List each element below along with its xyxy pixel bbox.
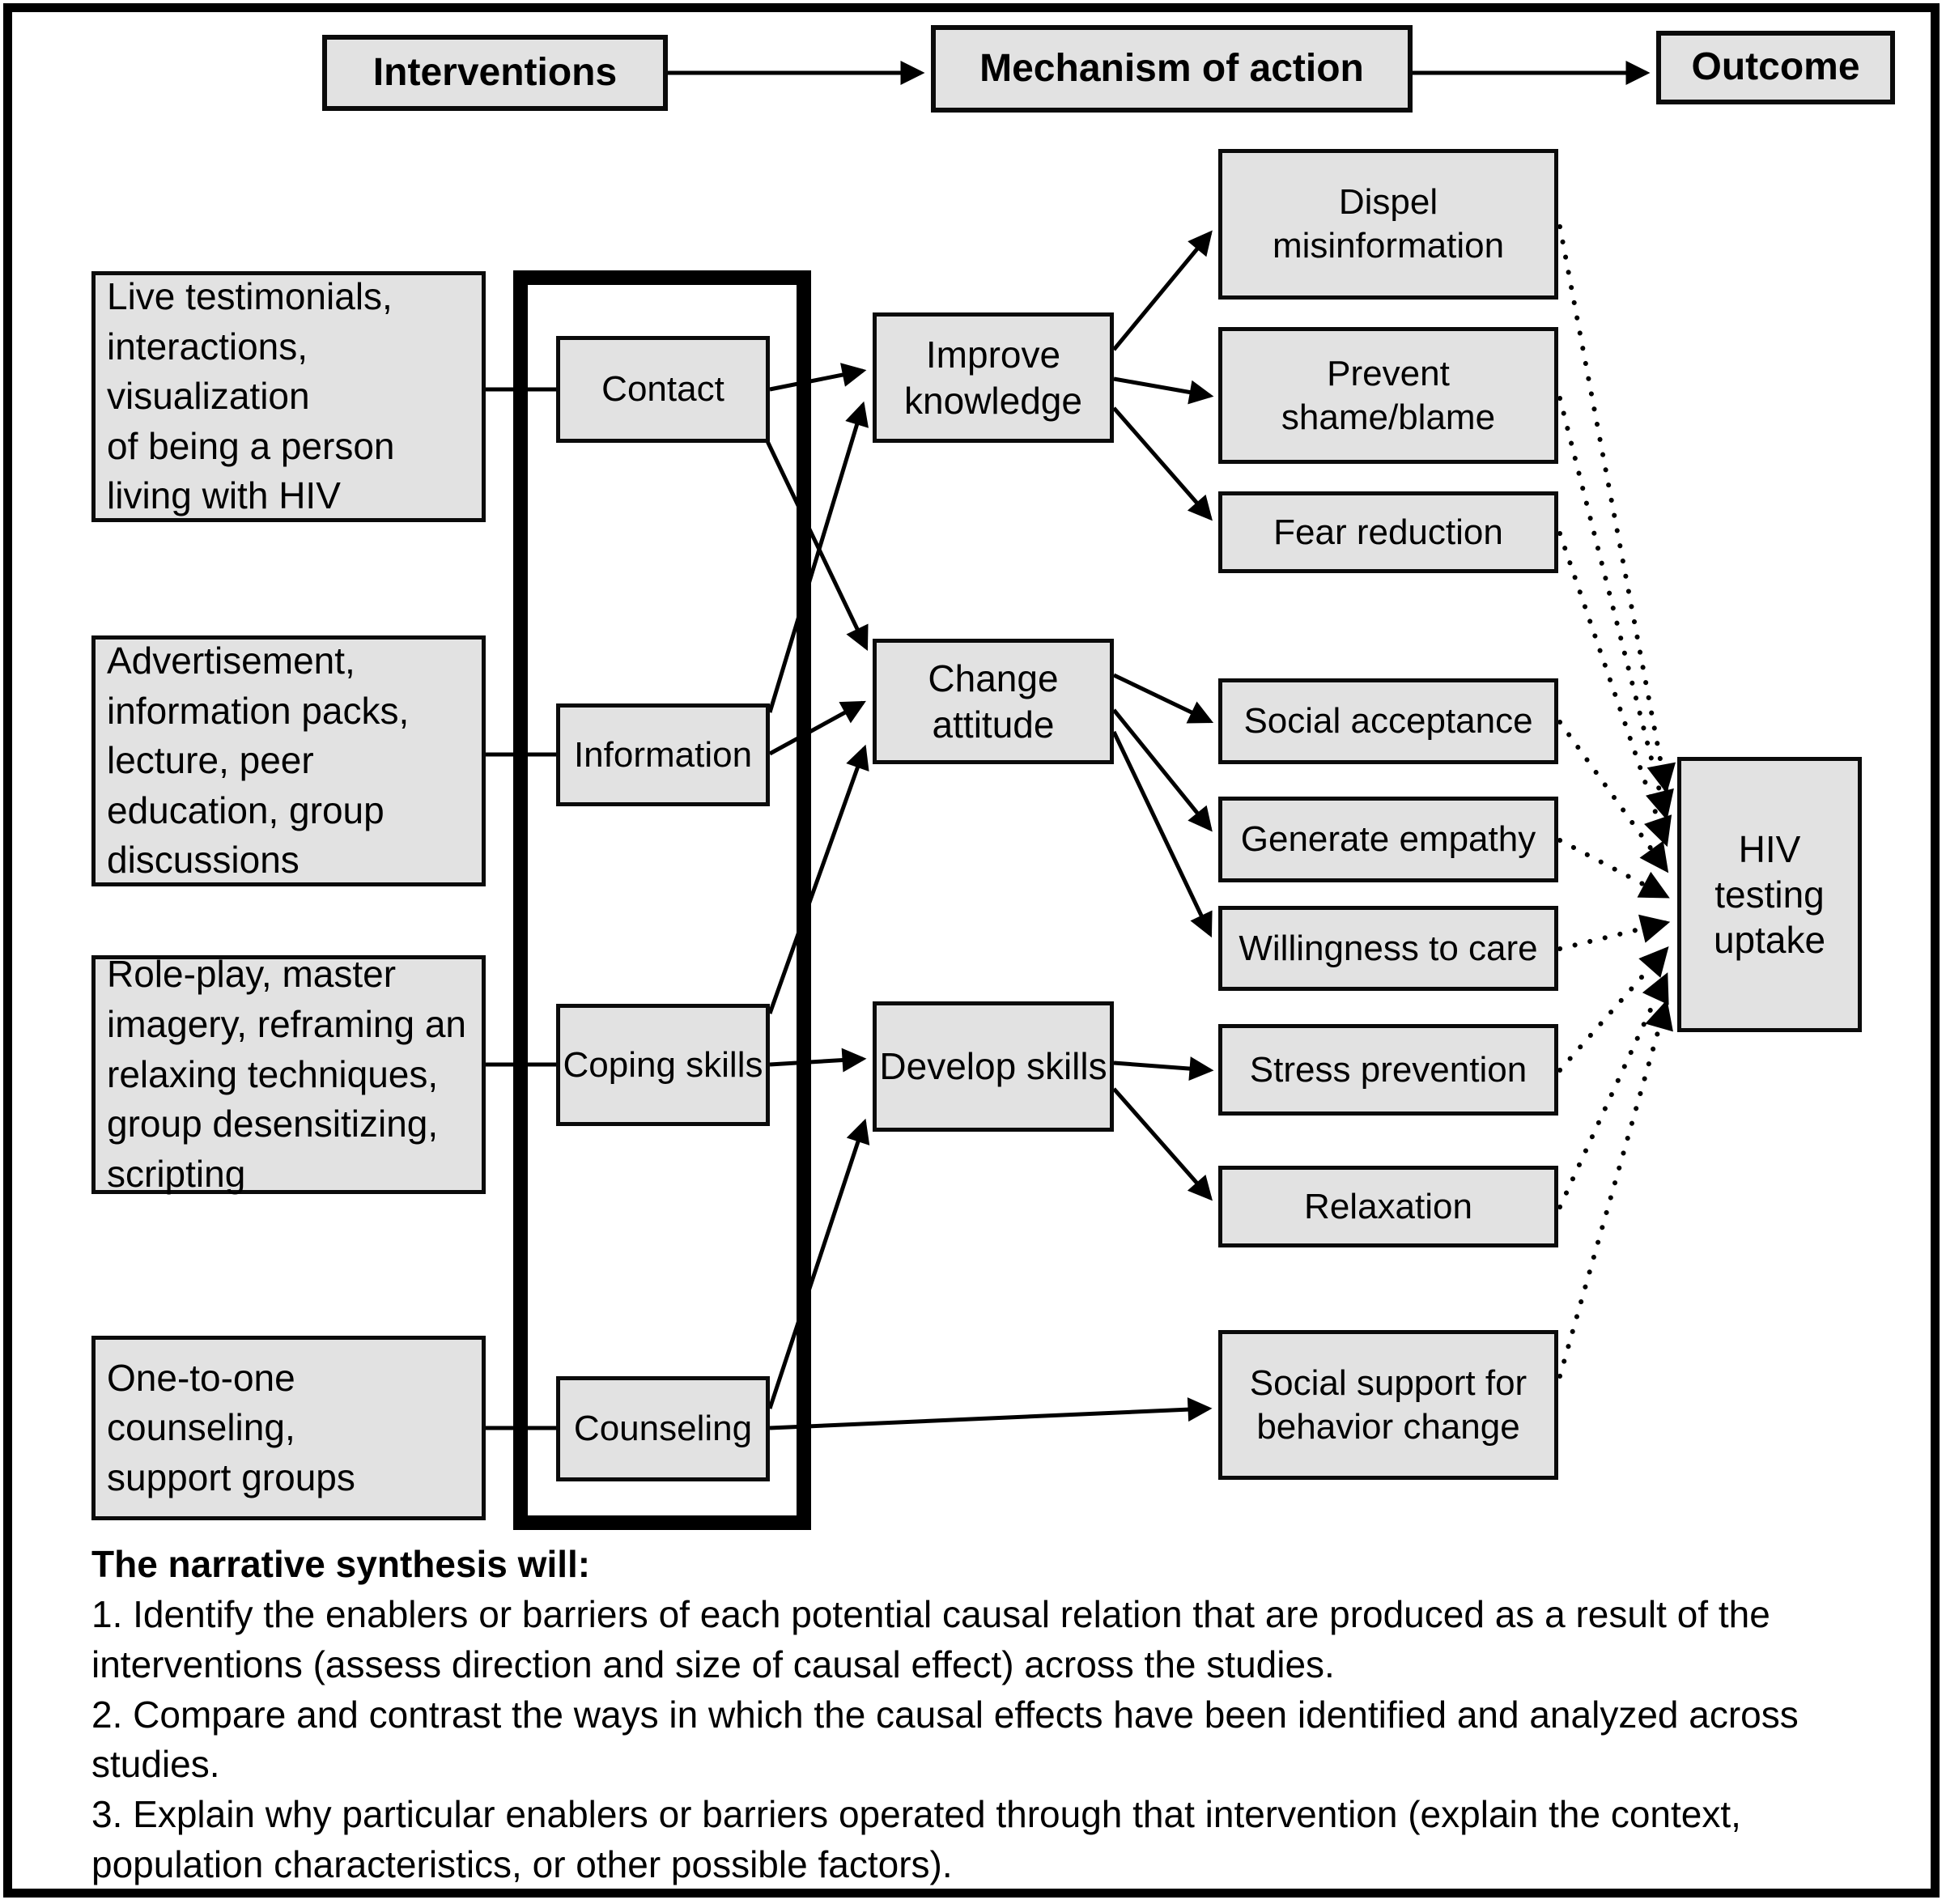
arrow-develop-relaxation bbox=[1112, 1087, 1213, 1201]
arrow-change-willingness bbox=[1111, 730, 1213, 938]
mechanism-develop-skills: Develop skills bbox=[873, 1001, 1114, 1132]
intervention-role-play: Role-play, master imagery, reframing an … bbox=[91, 953, 486, 1195]
arrow-improve-dispel bbox=[1112, 230, 1213, 351]
interventions-frame bbox=[513, 270, 811, 1530]
category-coping-skills: Coping skills bbox=[556, 1004, 770, 1126]
effect-generate-empathy: Generate empathy bbox=[1218, 797, 1558, 882]
arrow-improve-prevent bbox=[1113, 376, 1214, 405]
category-counseling: Counseling bbox=[556, 1376, 770, 1481]
mechanism-change-attitude: Change attitude bbox=[873, 639, 1114, 764]
dotted-fear-hiv bbox=[1557, 531, 1672, 848]
header-outcome: Outcome bbox=[1656, 31, 1895, 104]
mechanism-improve-knowledge: Improve knowledge bbox=[873, 312, 1114, 443]
narrative-synthesis: The narrative synthesis will: 1. Identif… bbox=[91, 1540, 1909, 1890]
effect-social-acceptance: Social acceptance bbox=[1218, 678, 1558, 764]
dotted-stress-hiv bbox=[1557, 946, 1669, 1073]
category-information: Information bbox=[556, 703, 770, 806]
narrative-item-1: 1. Identify the enablers or barriers of … bbox=[91, 1592, 1770, 1685]
effect-relaxation: Relaxation bbox=[1218, 1166, 1558, 1247]
intervention-live-testimonials: Live testimonials, interactions, visuali… bbox=[91, 271, 486, 522]
narrative-item-2: 2. Compare and contrast the ways in whic… bbox=[91, 1693, 1799, 1786]
effect-social-support: Social support for behavior change bbox=[1218, 1330, 1558, 1480]
effect-stress-prevention: Stress prevention bbox=[1218, 1024, 1558, 1116]
arrow-counseling-social-support bbox=[769, 1397, 1213, 1430]
arrow-develop-stress bbox=[1113, 1056, 1214, 1082]
dotted-social-support-hiv bbox=[1557, 999, 1673, 1379]
intervention-one-to-one: One-to-one counseling, support groups bbox=[91, 1336, 486, 1520]
dotted-willingness-hiv bbox=[1557, 914, 1671, 951]
dotted-social-acceptance-hiv bbox=[1557, 720, 1669, 873]
intervention-advertisement: Advertisement, information packs, lectur… bbox=[91, 635, 486, 886]
effect-dispel-misinformation: Dispel misinformation bbox=[1218, 149, 1558, 300]
outcome-hiv-testing-uptake: HIV testing uptake bbox=[1677, 757, 1862, 1032]
dotted-generate-empathy-hiv bbox=[1557, 838, 1670, 899]
effect-prevent-shame-blame: Prevent shame/blame bbox=[1218, 327, 1558, 464]
effect-willingness-to-care: Willingness to care bbox=[1218, 906, 1558, 991]
header-mechanism-of-action: Mechanism of action bbox=[931, 25, 1413, 113]
arrow-change-social-acceptance bbox=[1112, 673, 1214, 724]
narrative-item-3: 3. Explain why particular enablers or ba… bbox=[91, 1793, 1741, 1886]
dotted-prevent-hiv bbox=[1557, 396, 1674, 821]
dotted-dispel-hiv bbox=[1557, 224, 1676, 794]
narrative-heading: The narrative synthesis will: bbox=[91, 1543, 591, 1585]
dotted-relaxation-hiv bbox=[1557, 972, 1669, 1209]
arrow-improve-fear bbox=[1112, 406, 1213, 521]
effect-fear-reduction: Fear reduction bbox=[1218, 491, 1558, 573]
category-contact: Contact bbox=[556, 336, 770, 443]
arrow-change-generate-empathy bbox=[1112, 708, 1213, 832]
header-interventions: Interventions bbox=[322, 35, 668, 111]
